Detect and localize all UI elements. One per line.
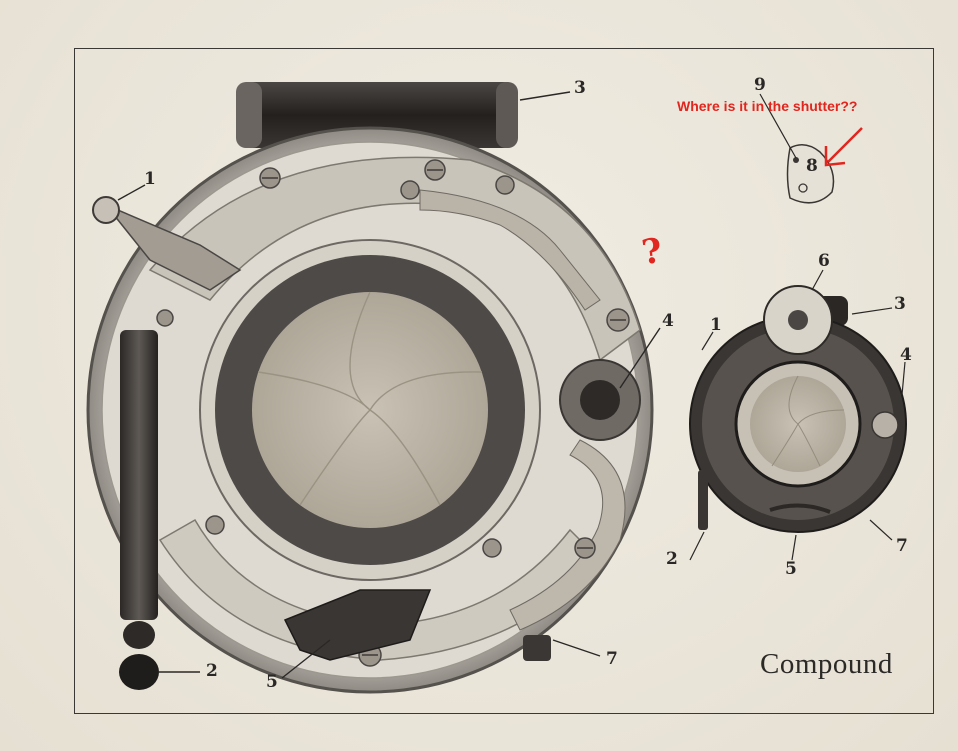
detail-label-8: 8	[806, 156, 818, 176]
part-detail	[759, 93, 835, 204]
small-shutter	[689, 285, 907, 533]
large-shutter	[86, 82, 654, 694]
pneumatic-cylinder	[120, 330, 158, 620]
label-1: 1	[144, 169, 156, 189]
annotation-arrow	[824, 127, 863, 167]
label-2: 2	[206, 661, 218, 681]
small-label-6: 6	[818, 251, 830, 271]
small-label-7: 7	[896, 536, 908, 556]
label-3: 3	[574, 78, 586, 98]
label-7: 7	[606, 649, 618, 669]
small-label-4: 4	[900, 345, 912, 365]
cable-release-socket	[523, 635, 551, 661]
detail-label-9: 9	[754, 75, 766, 95]
figure-frame	[74, 48, 934, 714]
small-label-5: 5	[785, 559, 797, 579]
small-label-1: 1	[710, 315, 722, 335]
label-4: 4	[662, 311, 674, 331]
figure-caption: Compound	[760, 648, 893, 680]
small-label-3: 3	[894, 294, 906, 314]
bulb-knob	[119, 654, 159, 690]
small-label-2: 2	[666, 549, 678, 569]
cocking-lever	[105, 204, 242, 291]
label-5: 5	[266, 672, 278, 692]
annotation-text: Where is it in the shutter??	[677, 98, 858, 114]
drum-cylinder	[236, 82, 518, 148]
release-lever	[283, 589, 432, 661]
